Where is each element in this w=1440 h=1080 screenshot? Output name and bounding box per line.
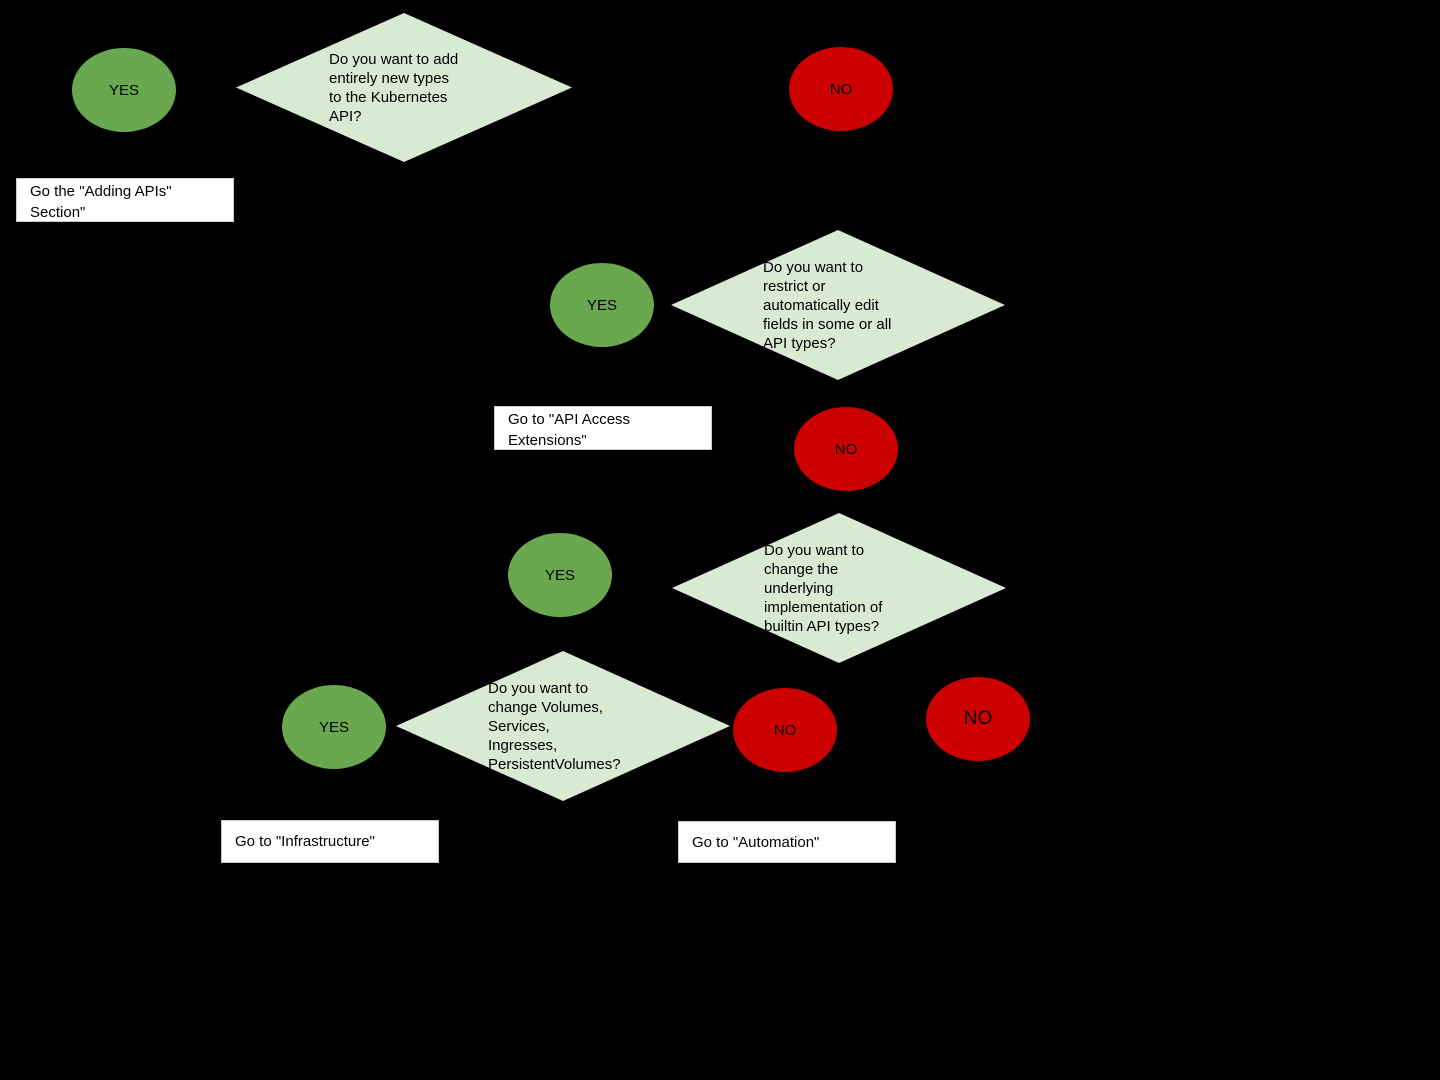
outcome-box-adding-apis-text: Go the "Adding APIs" Section" <box>30 183 172 221</box>
yes-node-1-label: YES <box>108 81 139 99</box>
yes-node-4-label: YES <box>318 718 349 736</box>
no-node-1-label: NO <box>829 80 853 98</box>
outcome-box-automation: Go to "Automation" <box>678 821 896 863</box>
decision-change-underlying-implementation: Do you want to change the underlying imp… <box>672 513 1006 663</box>
decision-restrict-or-edit-fields-text: Do you want to restrict or automatically… <box>763 258 892 352</box>
outcome-box-infrastructure: Go to "Infrastructure" <box>221 820 439 863</box>
yes-node-3-label: YES <box>544 566 575 584</box>
yes-node-2: YES <box>550 263 654 347</box>
no-node-1: NO <box>789 47 893 131</box>
decision-change-volumes-services-text: Do you want to change Volumes, Services,… <box>488 679 621 773</box>
no-node-4: NO <box>926 677 1030 761</box>
yes-node-3: YES <box>508 533 612 617</box>
no-node-2: NO <box>794 407 898 491</box>
decision-change-underlying-implementation-text: Do you want to change the underlying imp… <box>764 541 883 635</box>
outcome-box-api-access-extensions-text: Go to "API Access Extensions" <box>508 411 631 449</box>
decision-add-new-types: Do you want to add entirely new types to… <box>236 13 572 162</box>
yes-node-1: YES <box>72 48 176 132</box>
yes-node-2-label: YES <box>586 296 617 314</box>
outcome-box-adding-apis: Go the "Adding APIs" Section" <box>16 178 234 222</box>
no-node-2-label: NO <box>834 440 858 458</box>
outcome-box-automation-text: Go to "Automation" <box>692 833 820 851</box>
decision-restrict-or-edit-fields: Do you want to restrict or automatically… <box>671 230 1005 380</box>
yes-node-4: YES <box>282 685 386 769</box>
decision-change-volumes-services: Do you want to change Volumes, Services,… <box>396 651 730 801</box>
no-node-3-label: NO <box>773 721 797 739</box>
no-node-4-label: NO <box>963 708 993 729</box>
outcome-box-infrastructure-text: Go to "Infrastructure" <box>235 833 375 850</box>
outcome-box-api-access-extensions: Go to "API Access Extensions" <box>494 406 712 450</box>
decision-add-new-types-text: Do you want to add entirely new types to… <box>329 50 459 125</box>
no-node-3: NO <box>733 688 837 772</box>
